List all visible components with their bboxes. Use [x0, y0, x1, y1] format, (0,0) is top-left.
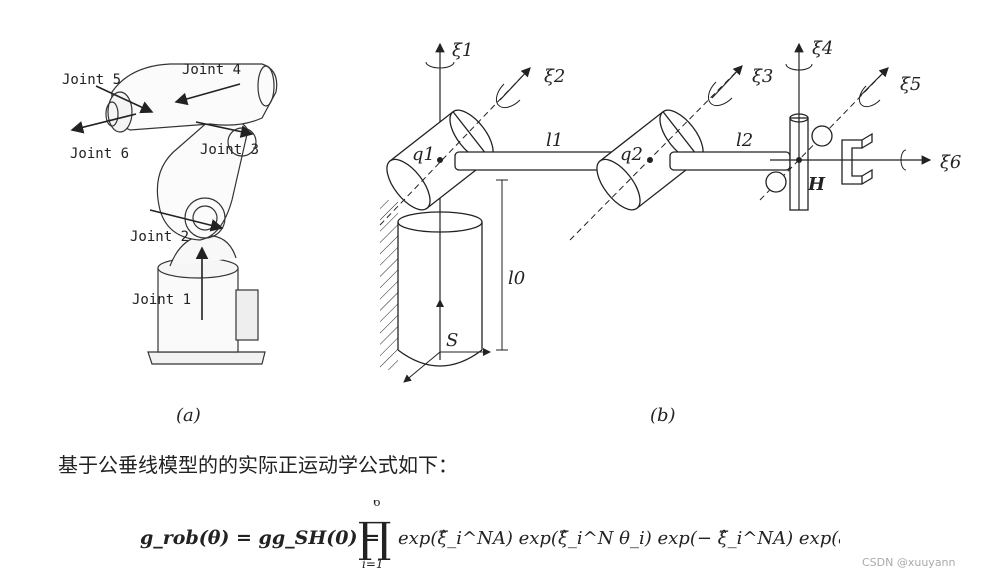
xi1-label: ξ1 — [452, 40, 473, 61]
xi2-label: ξ2 — [544, 66, 565, 87]
kinematic-schematic — [379, 42, 932, 383]
xi6-label: ξ6 — [940, 152, 961, 173]
caption-b: (b) — [650, 405, 676, 426]
H-label: H — [807, 174, 826, 195]
joint-2-label: Joint 2 — [130, 229, 189, 245]
formula-lhs: g_rob(θ) = gg_SH(0) = — [140, 527, 380, 549]
forward-kinematics-formula: g_rob(θ) = gg_SH(0) = 6 ∏ i=1 exp(ξ̂_i^N… — [140, 500, 840, 570]
product-upper-limit: 6 — [373, 500, 381, 509]
H-point — [796, 157, 802, 163]
robot-arm-illustration — [105, 63, 278, 365]
joint-3-label: Joint 3 — [200, 142, 259, 158]
q2-point — [647, 157, 653, 163]
l0-label: l0 — [508, 268, 525, 289]
intro-text: 基于公垂线模型的的实际正运动学公式如下： — [58, 453, 458, 477]
xi3-label: ξ3 — [752, 66, 773, 87]
watermark: CSDN @xuuyann — [862, 556, 956, 569]
joint-4-label: Joint 4 — [182, 62, 241, 78]
joint-6-label: Joint 6 — [70, 146, 129, 162]
caption-a: (a) — [176, 405, 201, 426]
xi5-label: ξ5 — [900, 74, 921, 95]
l2-label: l2 — [736, 130, 753, 151]
formula-body: exp(ξ̂_i^NA) exp(ξ̂_i^N θ_i) exp(− ξ̂_i^… — [398, 528, 840, 549]
q2-label: q2 — [620, 144, 643, 165]
xi4-label: ξ4 — [812, 38, 833, 59]
product-symbol: ∏ — [358, 513, 391, 562]
q1-point — [437, 157, 443, 163]
joint-arrows — [70, 83, 254, 320]
l1-label: l1 — [546, 130, 563, 151]
q1-label: q1 — [412, 144, 435, 165]
joint-5-label: Joint 5 — [62, 72, 121, 88]
S-label: S — [446, 330, 458, 351]
product-lower-limit: i=1 — [362, 557, 384, 570]
joint-1-label: Joint 1 — [132, 292, 191, 308]
